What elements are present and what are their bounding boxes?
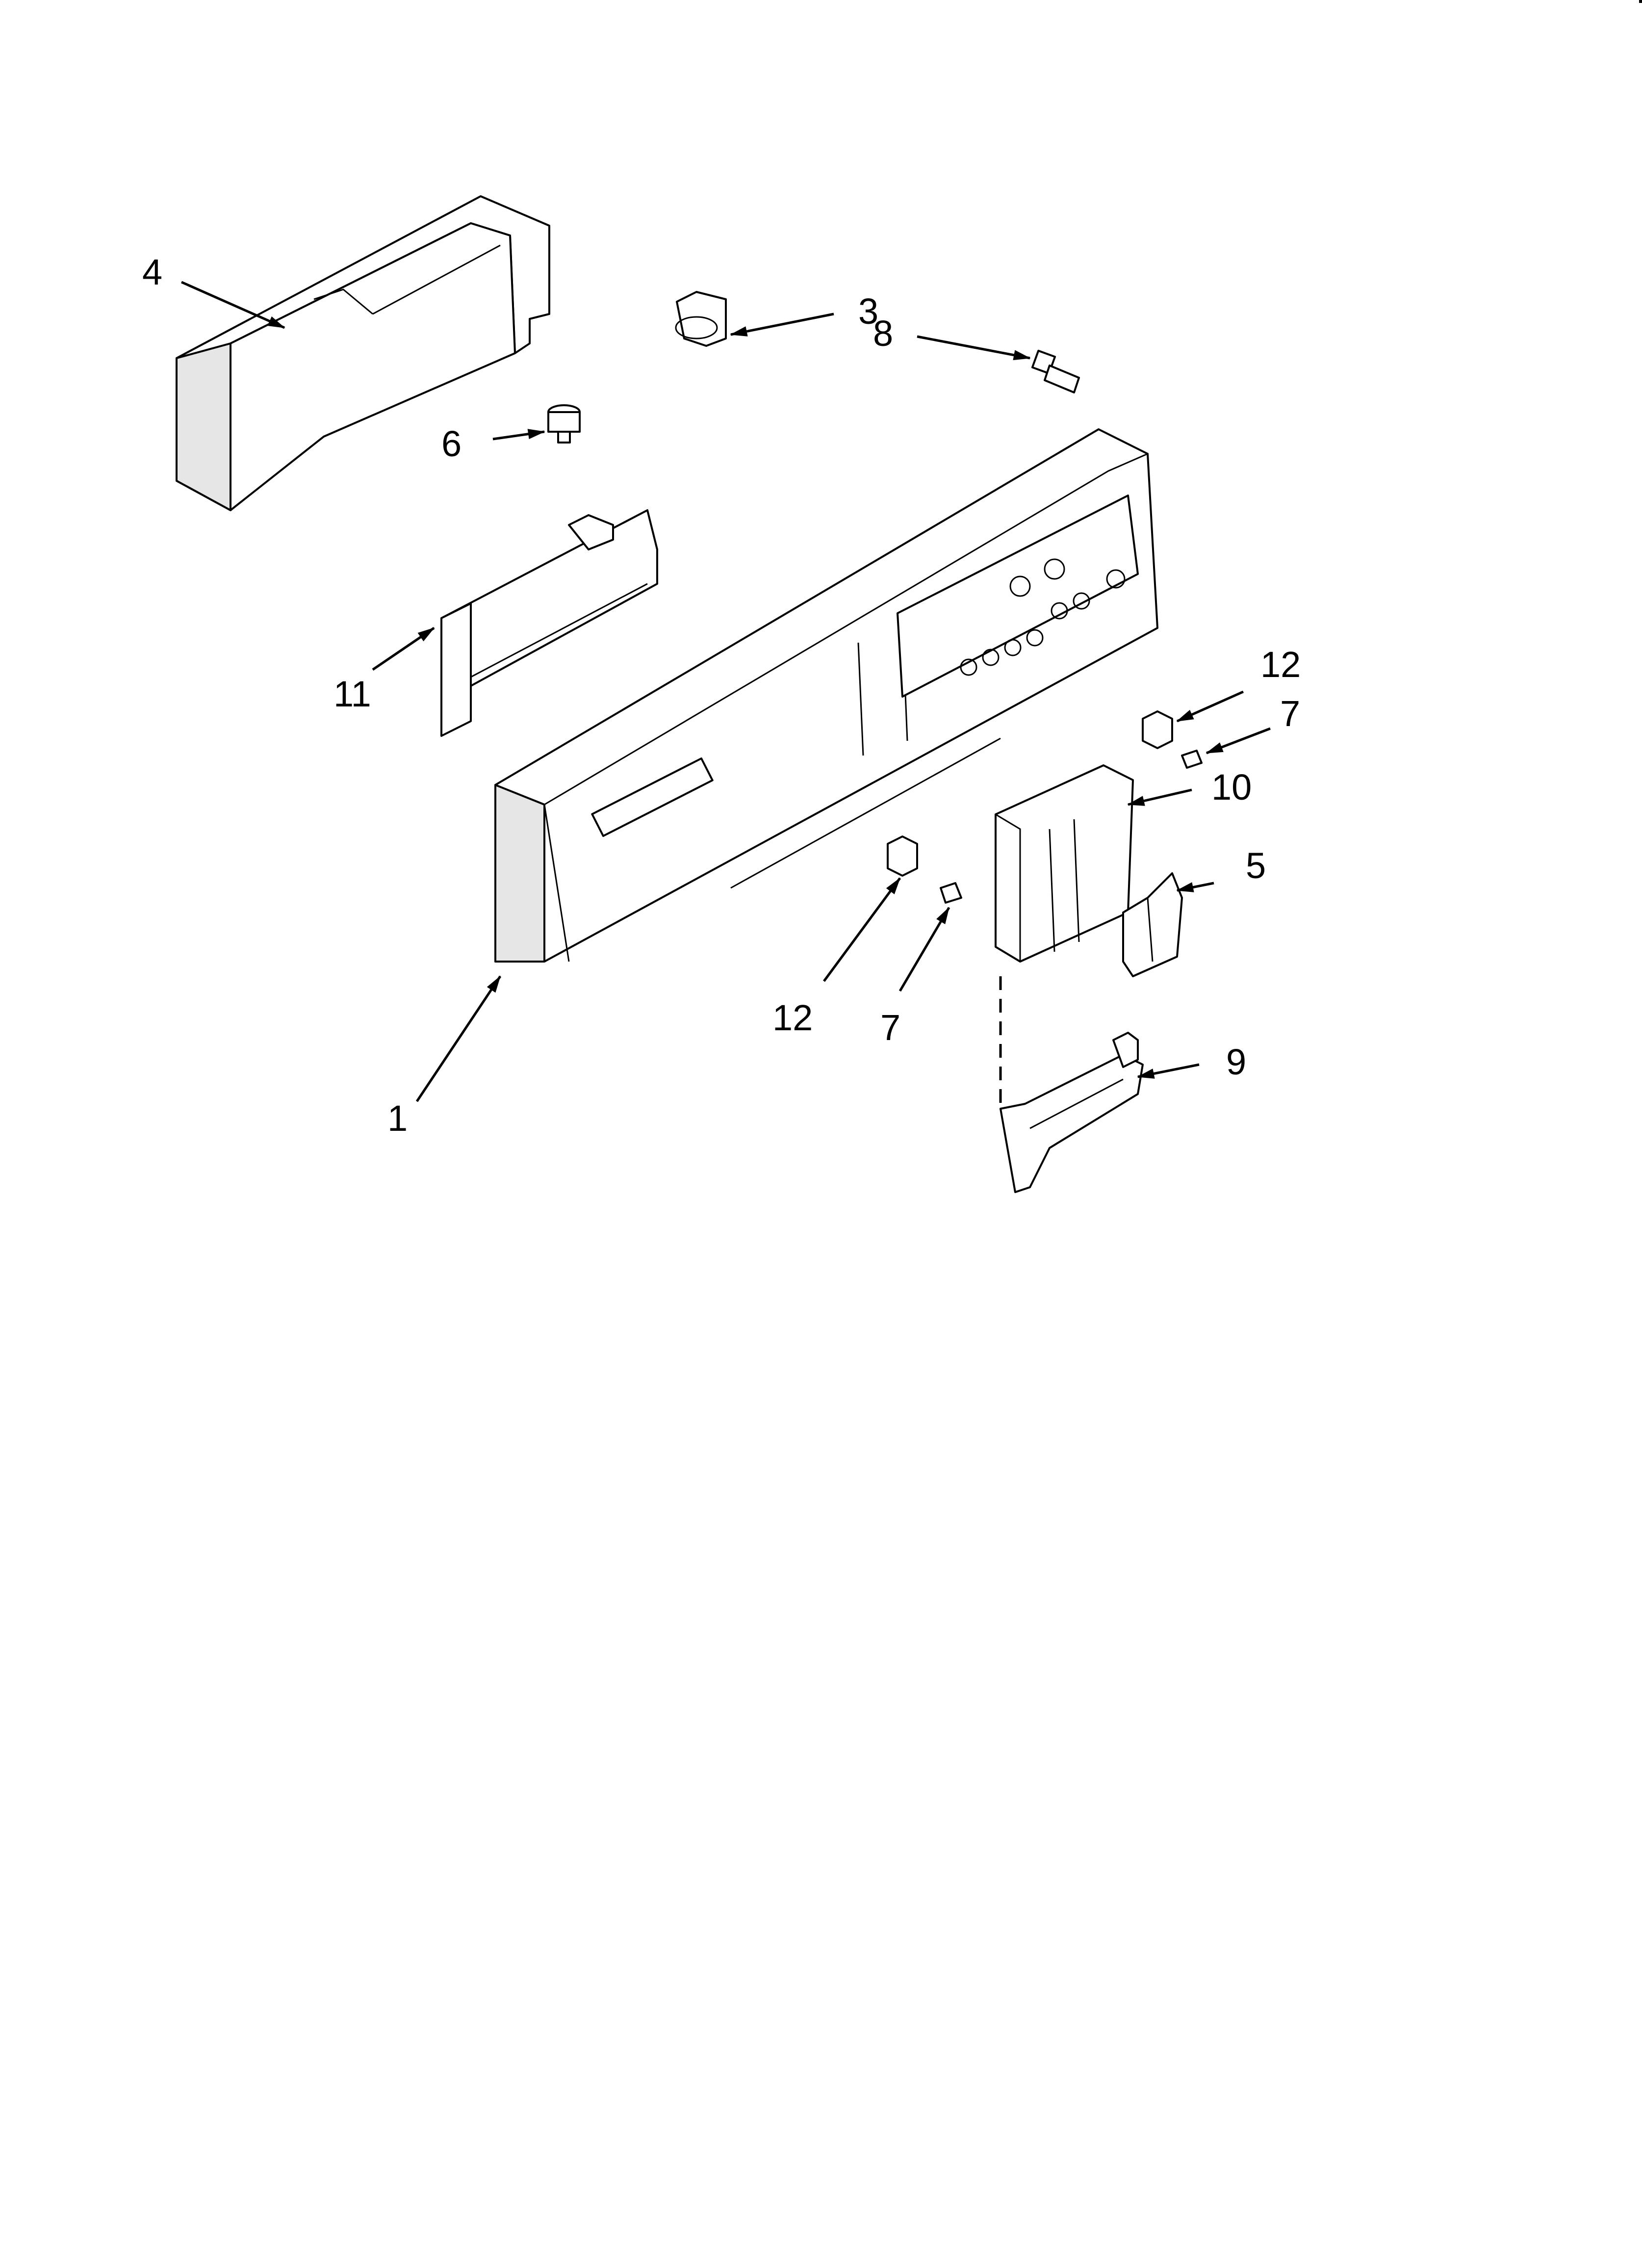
callout-5: 5 (1246, 845, 1266, 886)
part-10-housing (995, 764, 1134, 963)
leader-12-left (822, 877, 901, 982)
callout-9: 9 (1226, 1042, 1246, 1082)
leader-3 (730, 313, 834, 337)
callout-11: 11 (334, 674, 371, 714)
part-8-screw (1031, 349, 1080, 393)
leader-10 (1127, 788, 1192, 806)
leader-lines (180, 281, 1271, 1102)
leader-4 (180, 281, 285, 329)
part-9-bracket (1000, 1032, 1144, 1193)
callout-7-right: 7 (1280, 693, 1300, 734)
leader-12-right (1176, 690, 1244, 723)
callout-labels: 4 3 8 6 11 12 7 10 5 12 7 9 1 (142, 252, 1301, 1139)
leader-8 (917, 335, 1031, 361)
callout-4: 4 (142, 252, 162, 292)
leader-9 (1137, 1063, 1200, 1079)
part-1-console (494, 428, 1158, 963)
leader-7-right (1206, 727, 1271, 755)
part-3-clip (675, 291, 727, 347)
corner-mark (1639, 0, 1642, 3)
part-5-latch (1122, 872, 1183, 977)
callout-3: 3 (858, 291, 878, 332)
part-6-button (547, 404, 581, 443)
leader-5 (1176, 882, 1214, 892)
leader-1 (415, 975, 502, 1102)
part-11-control-board (440, 509, 658, 737)
callout-6: 6 (441, 423, 462, 464)
leader-7-left (898, 907, 950, 992)
part-7-screw-right (1181, 750, 1203, 769)
callout-1: 1 (387, 1098, 408, 1139)
callout-7-left: 7 (880, 1007, 900, 1048)
part-12-bracket-right (1142, 710, 1173, 749)
part-12-bracket-left (887, 835, 918, 877)
callout-10: 10 (1211, 767, 1252, 808)
leader-11 (372, 626, 435, 671)
callout-12-right: 12 (1260, 644, 1301, 685)
part-7-screw-left (940, 882, 962, 904)
console-buttons (960, 558, 1126, 676)
leader-6 (492, 429, 545, 441)
part-4-top-trim (176, 195, 550, 511)
callout-12-left: 12 (772, 997, 813, 1038)
callout-8: 8 (873, 313, 893, 354)
